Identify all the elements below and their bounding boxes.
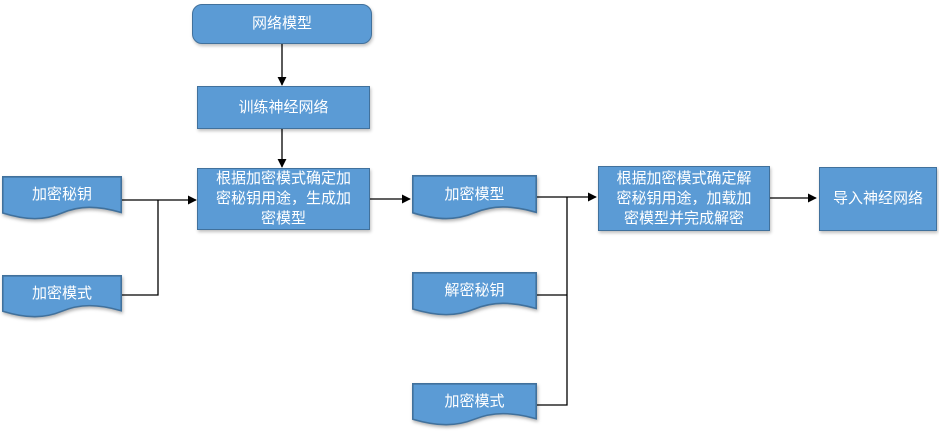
node-import-network: 导入神经网络 [819,167,937,231]
node-network-model: 网络模型 [192,4,372,44]
node-encrypt-key-label: 加密秘钥 [31,186,92,203]
node-network-model-label: 网络模型 [251,15,312,32]
node-encrypt-step: 根据加密模式确定加 密秘钥用途，生成加 密模型 [197,168,370,230]
node-encrypt-step-label: 根据加密模式确定加 密秘钥用途，生成加 密模型 [215,170,351,227]
node-import-network-label: 导入神经网络 [832,190,923,207]
node-decrypt-step: 根据加密模式确定解 密秘钥用途，加载加 密模型并完成解密 [598,166,770,231]
document-shape-icon [412,272,537,316]
node-encrypt-model-label: 加密模型 [444,185,505,203]
connector-mode-bottom-junction [537,197,568,406]
document-shape-icon [2,176,122,220]
node-decrypt-step-label: 根据加密模式确定解 密秘钥用途，加载加 密模型并完成解密 [616,169,752,227]
node-encrypt-model: 加密模型 [412,175,537,222]
node-train-network-label: 训练神经网络 [238,98,329,116]
node-encrypt-mode-left: 加密模式 [2,275,122,320]
document-shape-icon [412,383,537,426]
node-encrypt-mode-bottom-label: 加密模式 [444,392,505,410]
document-shape-icon [412,175,537,220]
node-encrypt-mode-bottom: 加密模式 [412,383,537,428]
document-shape-icon [2,275,122,318]
connector-key-mode-junction [122,200,159,296]
node-decrypt-key: 解密秘钥 [412,272,537,318]
node-encrypt-mode-left-label: 加密模式 [31,284,92,302]
node-encrypt-key: 加密秘钥 [2,176,122,222]
node-train-network: 训练神经网络 [197,86,370,129]
node-decrypt-key-label: 解密秘钥 [444,282,505,299]
